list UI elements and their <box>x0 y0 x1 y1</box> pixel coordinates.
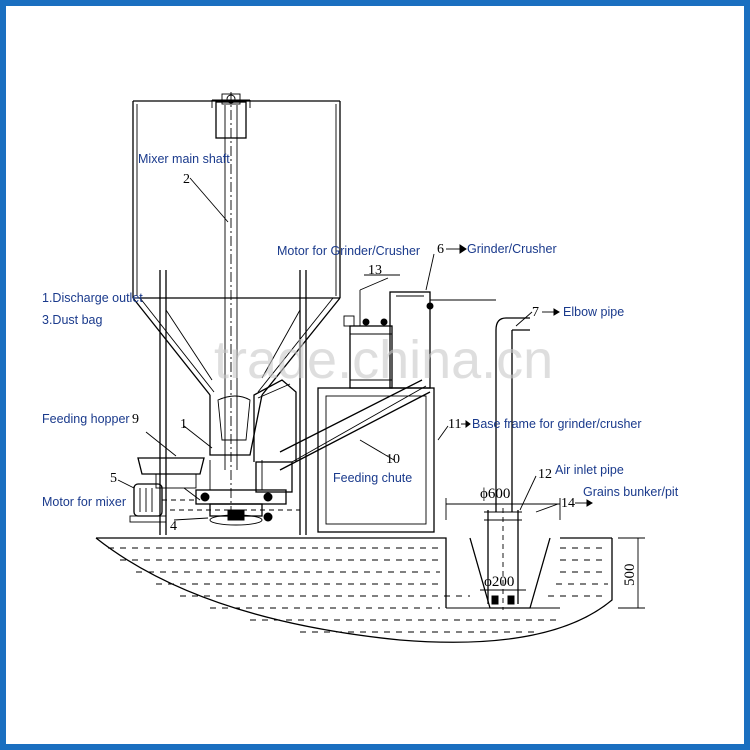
watermark-text: trade.china.cn <box>214 330 553 390</box>
motor-for-grinder <box>343 277 389 327</box>
feeding-hopper <box>137 457 205 501</box>
callout-6: 6 <box>437 242 444 257</box>
feeding-chute <box>253 379 431 471</box>
label-dust-bag: 3.Dust bag <box>42 313 103 327</box>
label-air-inlet-pipe: Air inlet pipe <box>555 463 624 477</box>
dimension-lines <box>445 498 645 609</box>
leader-lines <box>117 177 559 521</box>
air-inlet-pipe <box>484 508 522 610</box>
label-elbow-pipe: Elbow pipe <box>563 305 624 319</box>
mixer-main-shaft <box>211 92 251 520</box>
label-motor-for-mixer: Motor for mixer <box>42 495 126 509</box>
motor-for-mixer <box>129 483 196 523</box>
label-base-frame: Base frame for grinder/crusher <box>472 417 642 431</box>
callout-2: 2 <box>183 172 190 187</box>
callout-11: 11 <box>448 417 461 432</box>
label-arrows <box>446 244 593 507</box>
label-motor-grinder: Motor for Grinder/Crusher <box>277 244 420 258</box>
callout-12: 12 <box>538 467 552 482</box>
label-grains-bunker: Grains bunker/pit <box>583 485 679 499</box>
callout-14: 14 <box>561 496 575 511</box>
base-frame <box>317 387 435 533</box>
callout-1: 1 <box>180 417 187 432</box>
mixer-drive <box>170 460 300 526</box>
label-feeding-chute: Feeding chute <box>333 471 412 485</box>
dimension-pit-depth: 500 <box>622 564 638 587</box>
callout-9: 9 <box>132 412 139 427</box>
callout-13: 13 <box>368 263 382 278</box>
mixer-silo <box>132 100 341 535</box>
label-discharge-outlet: 1.Discharge outlet <box>42 291 143 305</box>
dimension-pit-width: ϕ600 <box>480 486 510 502</box>
elbow-pipe <box>430 299 530 512</box>
callout-4: 4 <box>170 519 177 534</box>
dimension-pipe-diameter: ϕ200 <box>484 574 514 590</box>
label-grinder: Grinder/Crusher <box>467 242 557 256</box>
label-mixer-main-shaft: Mixer main shaft <box>138 152 230 166</box>
callout-10: 10 <box>386 452 400 467</box>
callout-7: 7 <box>532 305 539 320</box>
callout-5: 5 <box>110 471 117 486</box>
label-feeding-hopper: Feeding hopper <box>42 412 130 426</box>
ground-and-pit <box>95 537 613 643</box>
